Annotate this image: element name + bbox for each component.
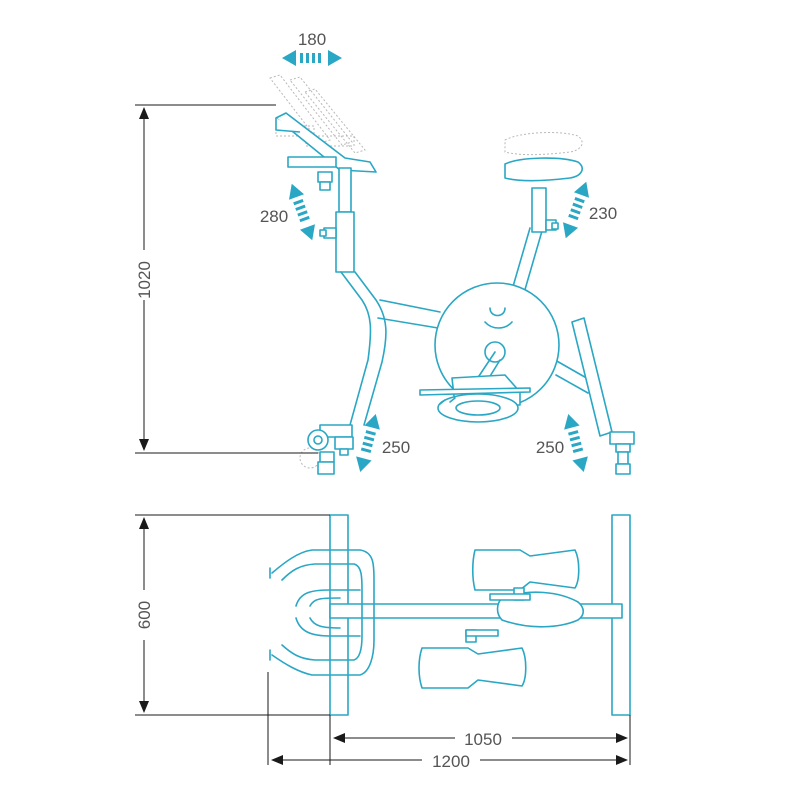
dim-height-label: 1020 bbox=[135, 261, 154, 299]
dim-length-inner-label: 1050 bbox=[464, 730, 502, 749]
handlebar-stem bbox=[319, 167, 355, 273]
dim-length-total-label: 1200 bbox=[432, 752, 470, 771]
pedal-bottom bbox=[418, 629, 527, 689]
crank-guard bbox=[419, 374, 531, 423]
pedal-top bbox=[471, 549, 580, 601]
adjust-handlebar-vertical-label: 280 bbox=[260, 207, 288, 226]
seat-post bbox=[511, 187, 559, 294]
adjust-seat-vertical-label: 230 bbox=[589, 204, 617, 223]
side-view bbox=[269, 74, 635, 475]
front-frame-tube bbox=[340, 271, 387, 426]
adjust-arrow-front-foot-icon bbox=[356, 414, 380, 472]
dimension-lines bbox=[135, 104, 631, 765]
adjust-arrow-handlebar-icon bbox=[289, 183, 315, 241]
top-view bbox=[269, 514, 631, 716]
ghost-wheel bbox=[299, 447, 321, 469]
adjust-handlebar-horizontal-label: 180 bbox=[298, 30, 326, 49]
rear-leg bbox=[571, 317, 635, 475]
seat bbox=[504, 157, 583, 182]
rear-frame-leg bbox=[554, 359, 591, 394]
crossbar bbox=[377, 299, 441, 329]
front-foot bbox=[307, 424, 354, 475]
handlebar-top bbox=[269, 549, 375, 676]
dim-depth-label: 600 bbox=[135, 601, 154, 629]
adjust-arrow-horizontal-icon bbox=[282, 50, 342, 66]
adjust-arrow-seat-icon bbox=[563, 181, 589, 239]
adjust-arrow-rear-foot-icon bbox=[564, 414, 588, 472]
adjust-front-foot-label: 250 bbox=[382, 438, 410, 457]
ghost-seat bbox=[504, 132, 583, 156]
seat-top bbox=[496, 591, 585, 628]
adjust-rear-foot-label: 250 bbox=[536, 438, 564, 457]
